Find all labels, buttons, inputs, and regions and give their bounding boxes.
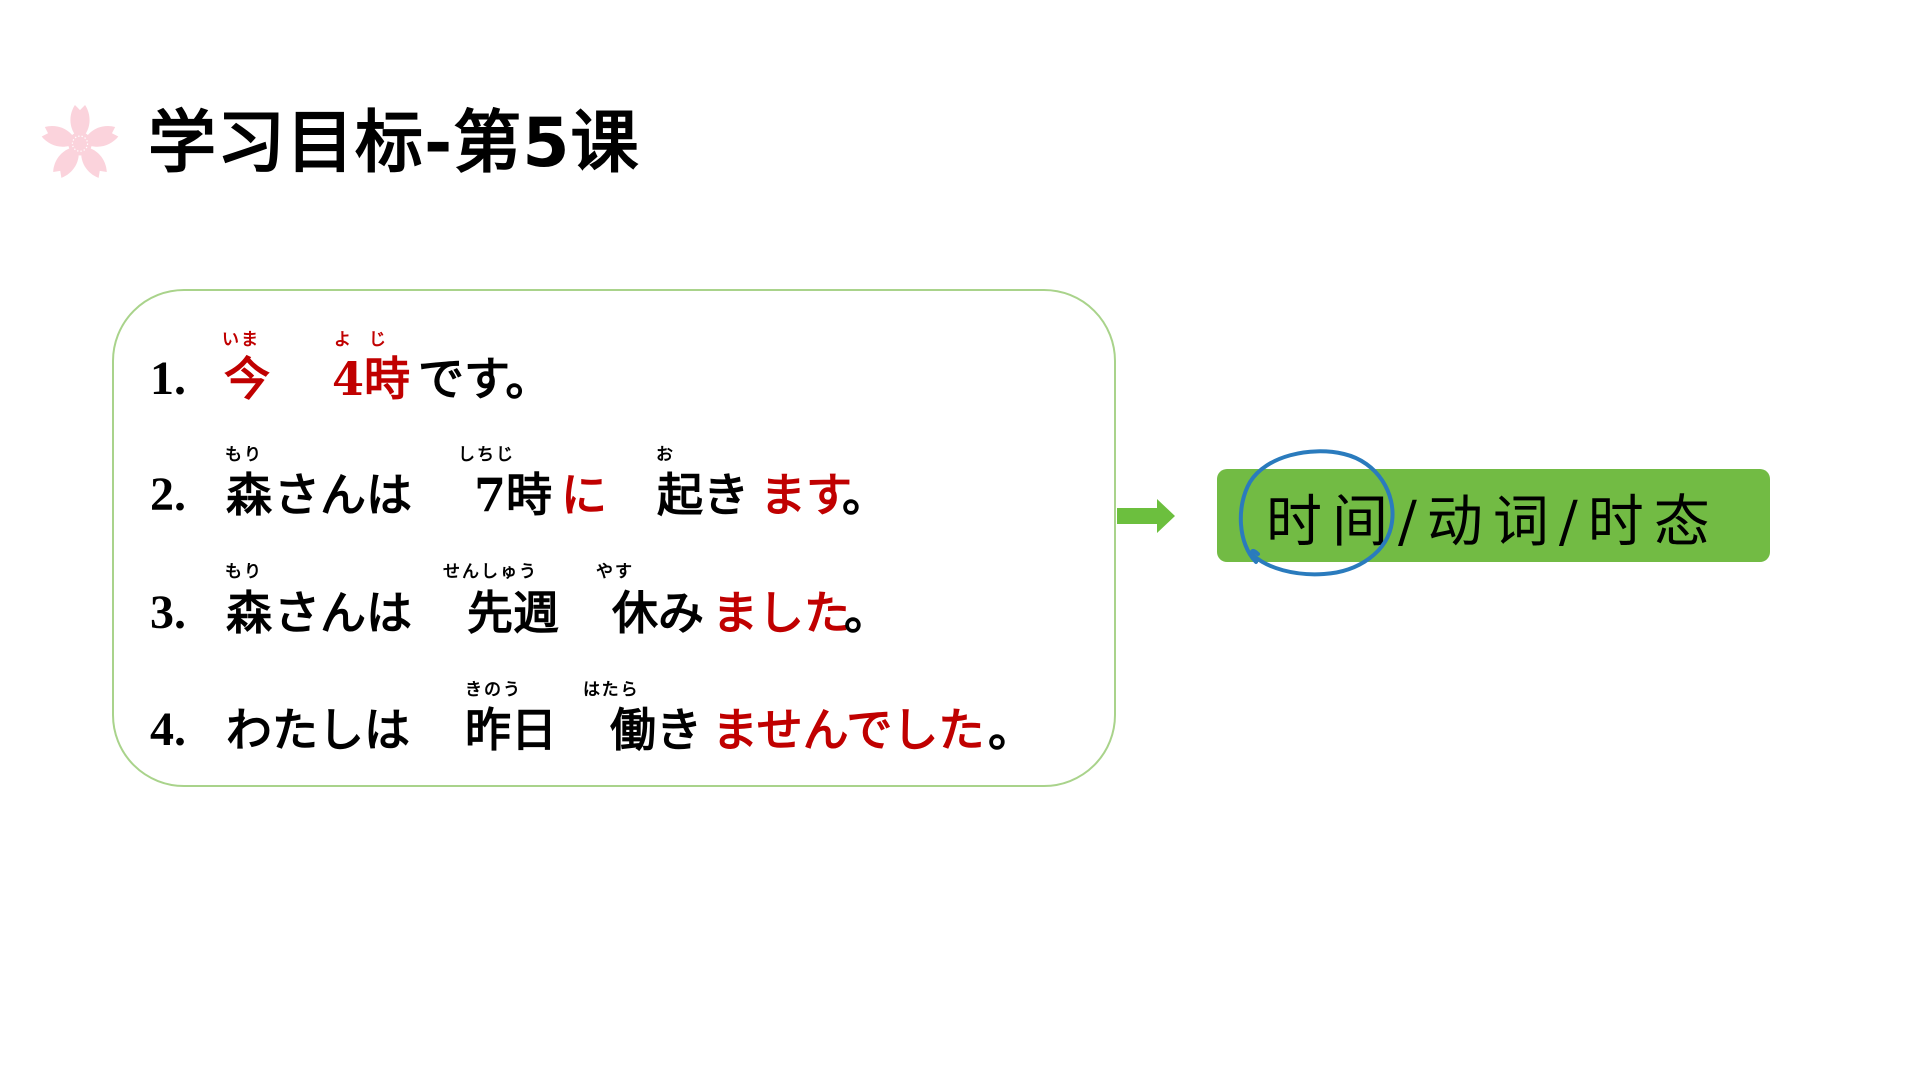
- sentence-segment: さんは: [274, 468, 412, 522]
- sentence-segment: 森: [226, 468, 272, 522]
- sentence-segment: 。: [842, 468, 888, 522]
- ruby: もり: [225, 562, 263, 582]
- arrow-right-icon: [1117, 499, 1175, 533]
- sentence-number: 4.: [150, 703, 186, 756]
- sentences-panel: [112, 289, 1116, 787]
- ruby: せんしゅう: [443, 562, 538, 582]
- sakura-flower-icon: [41, 105, 119, 178]
- sentence-segment: 昨日: [465, 703, 557, 757]
- annotation-circle-icon: [1238, 449, 1395, 577]
- sentence-number: 2.: [150, 468, 186, 521]
- ruby: しちじ: [458, 445, 515, 465]
- sentence-segment: 今: [224, 352, 270, 406]
- summary-tag: [1217, 469, 1770, 562]
- ruby: お: [656, 445, 675, 465]
- sentence-segment: わたしは: [226, 703, 410, 757]
- sentence-segment: 7時: [474, 468, 553, 522]
- slide-title: 学习目标-第5课: [148, 104, 640, 183]
- sentence-segment: 森: [226, 586, 272, 640]
- sentence-segment: 。: [988, 703, 1034, 757]
- sentence-segment: 。: [844, 586, 890, 640]
- sentence-number: 1.: [150, 352, 186, 405]
- sentence-segment: 働き: [610, 703, 702, 757]
- sentence-segment: 4時: [332, 352, 411, 406]
- ruby: いま: [222, 330, 260, 350]
- ruby: きのう: [465, 680, 522, 700]
- summary-tag-text: 时间/动词/时态: [1266, 490, 1720, 555]
- sentence-segment: に: [561, 468, 607, 522]
- sentence-segment: 先週: [467, 586, 559, 640]
- sentence-segment: ました: [712, 586, 850, 640]
- ruby: もり: [225, 445, 263, 465]
- ruby: よ じ: [334, 330, 392, 350]
- sentence-segment: ませんでした: [712, 703, 985, 757]
- sentence-segment: 起き: [657, 468, 749, 522]
- sentence-segment: です。: [418, 352, 552, 406]
- sentence-segment: さんは: [274, 586, 412, 640]
- sentence-segment: 休み: [612, 586, 704, 640]
- sentence-number: 3.: [150, 586, 186, 639]
- sentence-segment: ます: [760, 468, 852, 522]
- ruby: やす: [596, 562, 634, 582]
- ruby: はたら: [583, 680, 640, 700]
